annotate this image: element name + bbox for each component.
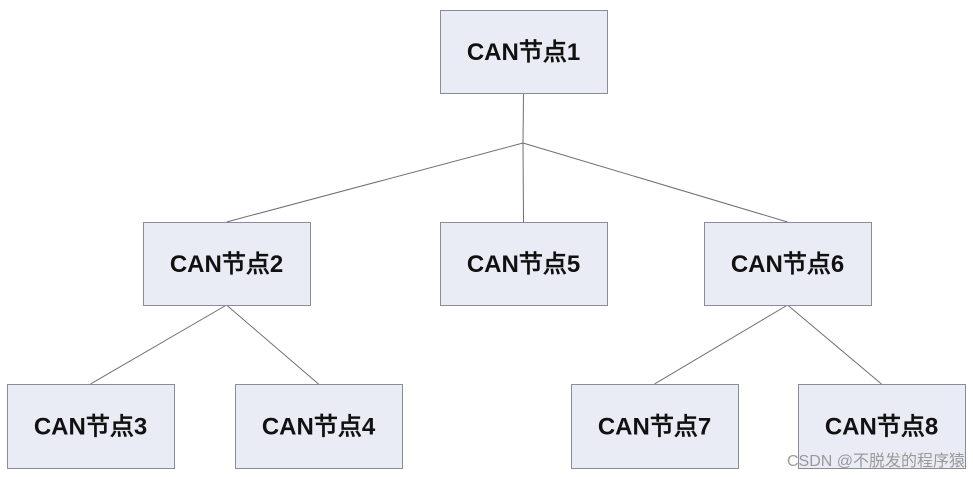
node-box — [440, 222, 608, 306]
node-n4: CAN节点4 — [235, 384, 403, 469]
edge-n1-n6 — [522, 142, 788, 223]
node-label: CAN节点5 — [467, 251, 580, 278]
edge-n2-n4 — [226, 304, 319, 385]
edge-n2-n3 — [90, 304, 227, 385]
node-n5: CAN节点5 — [440, 222, 608, 306]
node-box — [704, 222, 872, 306]
node-box — [798, 384, 966, 469]
node-box — [235, 384, 403, 469]
node-n3: CAN节点3 — [7, 384, 175, 469]
node-n1: CAN节点1 — [440, 10, 608, 94]
node-n2: CAN节点2 — [143, 222, 311, 306]
node-n8: CAN节点8 — [798, 384, 966, 469]
node-box — [571, 384, 739, 469]
edge-n1-n5 — [522, 142, 524, 223]
node-box — [440, 10, 608, 94]
node-label: CAN节点1 — [467, 39, 580, 66]
node-n6: CAN节点6 — [704, 222, 872, 306]
node-box — [143, 222, 311, 306]
edge-n6-n8 — [787, 304, 882, 385]
watermark: CSDN @不脱发的程序猿 — [786, 453, 965, 470]
node-box — [7, 384, 175, 469]
node-n7: CAN节点7 — [571, 384, 739, 469]
node-label: CAN节点6 — [731, 251, 844, 278]
node-label: CAN节点4 — [262, 414, 376, 441]
node-label: CAN节点2 — [170, 251, 283, 278]
node-label: CAN节点7 — [598, 414, 711, 441]
edge-n6-n7 — [654, 304, 788, 385]
edge-n1-n2 — [226, 142, 524, 223]
node-label: CAN节点8 — [825, 414, 938, 441]
node-label: CAN节点3 — [34, 414, 147, 441]
edges-layer — [90, 92, 882, 385]
edge-n1-stem — [522, 92, 524, 144]
